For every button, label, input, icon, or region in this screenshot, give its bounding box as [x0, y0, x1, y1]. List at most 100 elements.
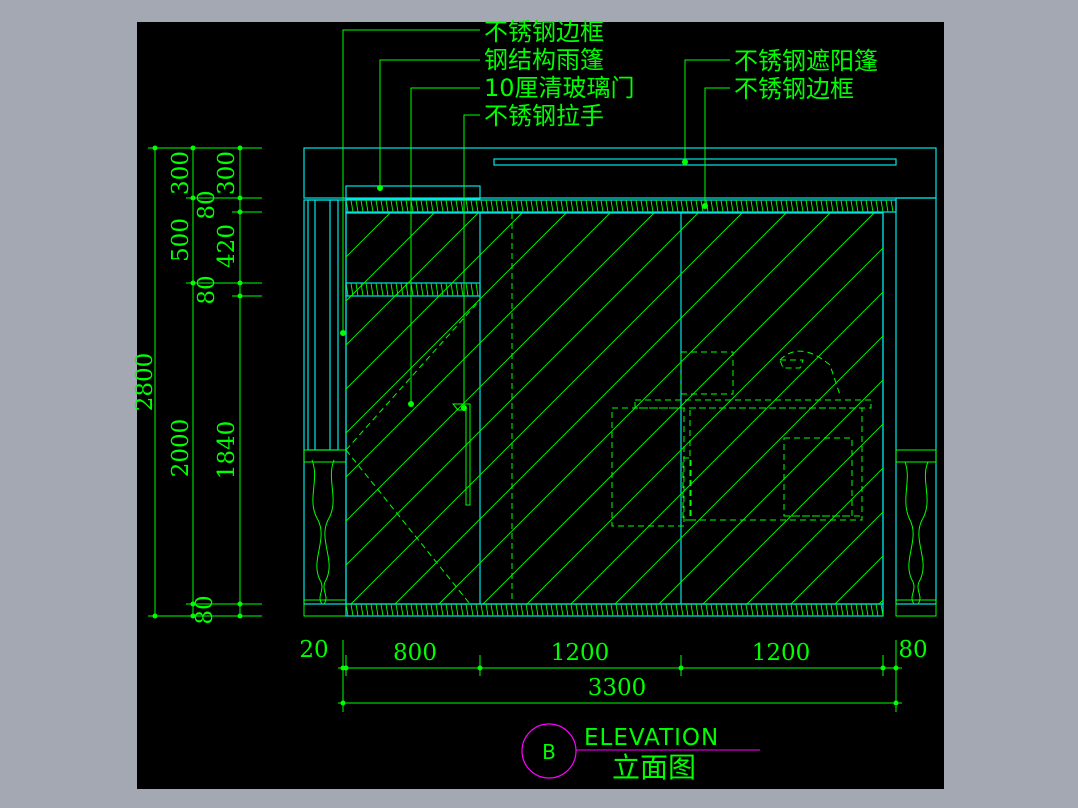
bar-hatch-line — [430, 604, 434, 616]
bar-hatch-line — [620, 200, 624, 212]
dim-inner-80-top: 80 — [194, 190, 220, 219]
hatch-line — [702, 423, 883, 604]
bar-hatch-line — [465, 283, 469, 296]
bar-hatch-line — [365, 283, 369, 296]
dimension-tick — [678, 665, 684, 671]
bar-hatch-line — [600, 200, 604, 212]
bar-hatch-line — [775, 604, 779, 616]
bar-hatch-line — [346, 604, 349, 616]
hatch-line — [967, 213, 1078, 604]
dimension-tick — [190, 601, 196, 607]
bar-hatch-line — [740, 200, 744, 212]
dim-total-height: 2800 — [132, 353, 158, 412]
bar-hatch-line — [675, 604, 679, 616]
hatch-line — [346, 213, 391, 258]
bar-hatch-line — [440, 200, 444, 212]
dimension-tick — [190, 195, 196, 201]
bar-hatch-line — [610, 200, 614, 212]
bar-hatch-line — [635, 200, 639, 212]
bar-hatch-line — [620, 604, 624, 616]
bar-hatch-line — [730, 604, 734, 616]
dim-bottom-1200-left: 1200 — [551, 640, 610, 666]
dimension-tick — [152, 145, 158, 151]
dimension-tick — [893, 700, 899, 706]
hatch-line — [482, 213, 875, 604]
bar-hatch-line — [665, 200, 669, 212]
bar-hatch-line — [590, 200, 594, 212]
bar-hatch-line — [580, 200, 584, 212]
bar-hatch-line — [505, 604, 509, 616]
dim-mid-2000: 2000 — [168, 419, 194, 478]
dim-bottom-total: 3300 — [588, 675, 647, 701]
bar-hatch-line — [605, 604, 609, 616]
bar-hatch-line — [420, 200, 424, 212]
bar-hatch-line — [390, 283, 394, 296]
bar-hatch-line — [380, 200, 384, 212]
bar-hatch-line — [570, 604, 574, 616]
bar-hatch-line — [845, 604, 849, 616]
dim-bottom-1200-right: 1200 — [752, 640, 811, 666]
bar-hatch-line — [365, 200, 369, 212]
dimension-tick — [237, 209, 243, 215]
bar-hatch-line — [685, 604, 689, 616]
transom-bar — [345, 199, 897, 297]
bar-hatch-line — [665, 604, 669, 616]
bar-hatch-line — [675, 200, 679, 212]
bar-hatch-line — [655, 200, 659, 212]
callout-stainless-frame: 不锈钢边框 — [484, 18, 604, 46]
hatch-line — [346, 213, 567, 434]
bar-hatch-line — [805, 604, 809, 616]
bar-hatch-line — [700, 604, 704, 616]
bar-hatch-line — [845, 200, 849, 212]
bar-hatch-line — [705, 604, 709, 616]
bar-hatch-line — [355, 604, 359, 616]
bar-hatch-line — [890, 200, 894, 212]
bar-hatch-line — [410, 604, 414, 616]
bar-hatch-line — [800, 604, 804, 616]
bar-hatch-line — [795, 200, 799, 212]
bar-hatch-line — [415, 200, 419, 212]
callout-stainless-frame-right: 不锈钢边框 — [734, 75, 854, 103]
bar-hatch-line — [780, 200, 784, 212]
bar-hatch-line — [440, 604, 444, 616]
hatch-line — [570, 291, 883, 604]
hatch-line — [346, 213, 611, 478]
bar-hatch-line — [475, 604, 479, 616]
hatch-line — [346, 213, 655, 522]
bar-hatch-line — [585, 604, 589, 616]
bar-hatch-line — [710, 604, 714, 616]
bar-hatch-line — [385, 283, 389, 296]
bar-hatch-line — [415, 604, 419, 616]
bar-hatch-line — [645, 604, 649, 616]
bar-hatch-line — [525, 604, 529, 616]
bar-hatch-line — [425, 604, 429, 616]
callout-glass-door: 10厘清玻璃门 — [484, 74, 635, 102]
bar-hatch-line — [395, 200, 399, 212]
dimension-tick — [237, 601, 243, 607]
bar-hatch-line — [425, 283, 429, 296]
bar-hatch-line — [725, 200, 729, 212]
bar-hatch-line — [395, 604, 399, 616]
dimension-tick — [477, 665, 483, 671]
bar-hatch-line — [420, 604, 424, 616]
bar-hatch-line — [485, 200, 489, 212]
bar-hatch-line — [885, 200, 889, 212]
bar-hatch-line — [670, 200, 674, 212]
bar-hatch-line — [660, 604, 664, 616]
hatch-line — [1055, 213, 1078, 604]
hatch-line — [1011, 213, 1078, 604]
bar-hatch-line — [870, 604, 874, 616]
bar-hatch-line — [485, 604, 489, 616]
bar-hatch-line — [495, 604, 499, 616]
bar-hatch-line — [680, 200, 684, 212]
title-english: ELEVATION — [584, 725, 719, 751]
bar-hatch-line — [375, 604, 379, 616]
dim-bottom-80: 80 — [898, 637, 927, 663]
bar-hatch-line — [425, 200, 429, 212]
callout-leaders — [340, 29, 730, 411]
bar-hatch-line — [400, 604, 404, 616]
bar-hatch-line — [500, 200, 504, 212]
bar-hatch-line — [460, 200, 464, 212]
bar-hatch-line — [880, 604, 883, 616]
